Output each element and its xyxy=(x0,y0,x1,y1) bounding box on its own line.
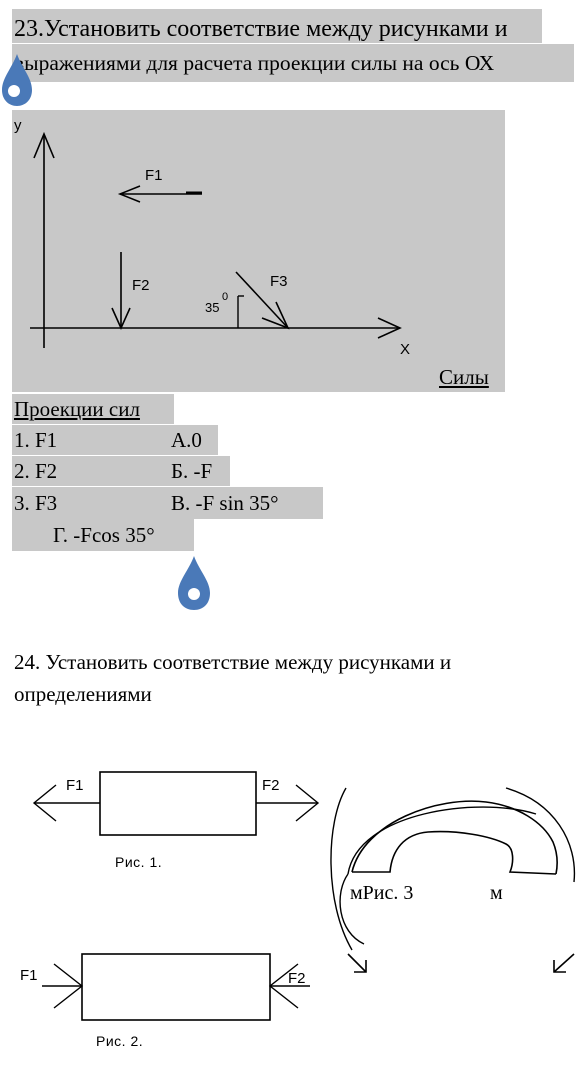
fig1-caption: Рис. 1. xyxy=(115,854,163,870)
item3-right: В. -F sin 35° xyxy=(171,491,279,515)
q23-title-bg1 xyxy=(12,9,542,43)
item1-bg xyxy=(12,425,218,455)
item1-right: А.0 xyxy=(171,428,202,452)
item2-left: 2. F2 xyxy=(14,459,58,483)
fig3-caption: мРис. 3 xyxy=(350,882,414,904)
angle-degree: 0 xyxy=(222,291,228,303)
fig1-f2-label: F2 xyxy=(262,777,280,794)
force-f3-label: F3 xyxy=(270,273,288,290)
angle-label: 35 xyxy=(205,300,219,315)
option-g: Г. -Fcos 35° xyxy=(53,523,155,547)
fig2-f1-label: F1 xyxy=(20,967,38,984)
axis-x-label: X xyxy=(400,341,410,358)
q23-title-line1: 23.Установить соответствие между рисунка… xyxy=(14,16,508,42)
option-g-bg xyxy=(12,519,194,551)
q23-force-diagram: y X F1 F2 F3 35 0 xyxy=(14,117,410,358)
item2-bg xyxy=(12,456,230,486)
fig3-m-right: м xyxy=(490,882,503,904)
fig2-f2-label: F2 xyxy=(288,970,306,987)
fig3-bending-diagram xyxy=(330,787,576,973)
force-f1-label: F1 xyxy=(145,167,163,184)
q24-title-line2: определениями xyxy=(14,682,152,706)
fig1-f1-label: F1 xyxy=(66,777,84,794)
force-f2-label: F2 xyxy=(132,277,150,294)
axis-y-label: y xyxy=(14,117,22,134)
item1-left: 1. F1 xyxy=(14,428,58,452)
q23-title-bg2 xyxy=(12,44,574,82)
projections-label: Проекции сил xyxy=(14,397,140,421)
item3-left: 3. F3 xyxy=(14,491,58,515)
drop-marker-icon[interactable] xyxy=(0,52,34,108)
fig2-caption: Рис. 2. xyxy=(96,1033,144,1049)
q24-title-line1: 24. Установить соответствие между рисунк… xyxy=(14,650,452,674)
fig2-compression-diagram: F1 F2 xyxy=(20,953,310,1021)
item2-right: Б. -F xyxy=(171,459,213,483)
drop-marker-icon-2[interactable] xyxy=(176,554,212,612)
q23-figure-bg xyxy=(12,110,505,392)
forces-label: Силы xyxy=(439,365,489,389)
q23-title-line2: выражениями для расчета проекции силы на… xyxy=(14,51,495,75)
projections-bg xyxy=(12,394,174,424)
fig1-tension-diagram: F1 F2 xyxy=(32,771,320,836)
item3-bg xyxy=(12,487,323,519)
